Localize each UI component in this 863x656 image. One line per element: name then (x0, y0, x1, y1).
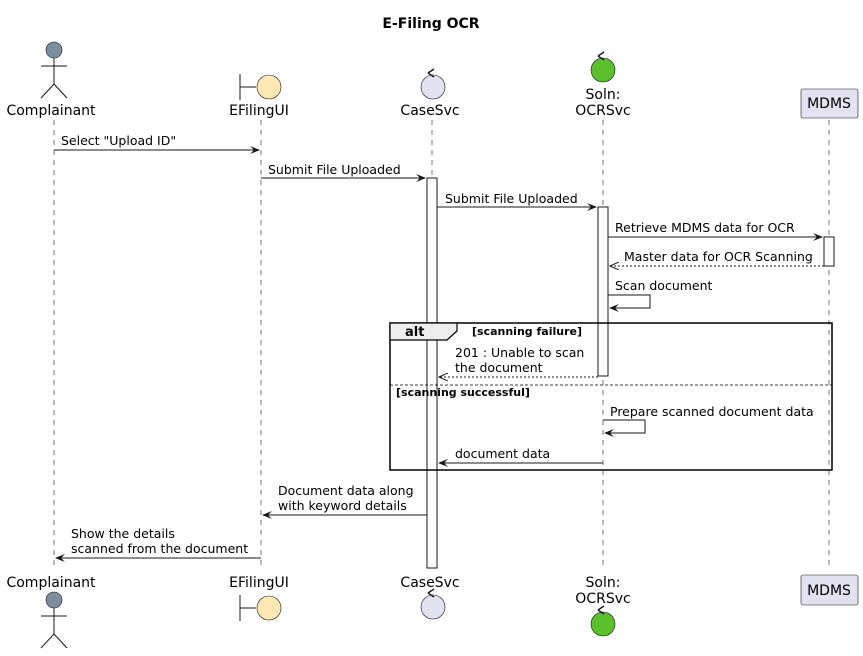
diagram-title: E-Filing OCR (382, 16, 479, 32)
ocrsvc-label-bottom-line2: OCRSvc (575, 591, 630, 607)
arrow-prepare-data (603, 419, 646, 437)
arrow-scan-document (608, 294, 651, 312)
alt-frame (389, 322, 833, 471)
ocrsvc-label-line1: Soln: (586, 87, 621, 103)
alt-guard-success: [scanning successful] (396, 386, 530, 399)
mdms-activation (823, 236, 835, 267)
alt-guard-failure: [scanning failure] (472, 325, 582, 338)
msg-show-details-line1: Show the details (71, 526, 175, 541)
msg-scan-document: Scan document (615, 278, 713, 293)
efilingui-boundary-icon (239, 74, 282, 100)
ocrsvc-label-line2: OCRSvc (575, 103, 630, 119)
casesvc-activation (426, 177, 438, 569)
casesvc-label-bottom: CaseSvc (400, 575, 459, 591)
mdms-box-bottom (800, 574, 859, 606)
mdms-label: MDMS (807, 96, 851, 112)
alt-header (389, 322, 458, 341)
complainant-label: Complainant (6, 103, 96, 119)
msg-submit-file-2: Submit File Uploaded (445, 191, 578, 206)
ocrsvc-control-icon (590, 51, 616, 83)
mdms-box (800, 88, 859, 119)
mdms-label-bottom: MDMS (807, 583, 851, 599)
alt-keyword: alt (405, 325, 424, 340)
casesvc-control-icon (420, 68, 446, 100)
casesvc-label: CaseSvc (400, 103, 459, 119)
complainant-label-bottom: Complainant (6, 575, 96, 591)
efilingui-boundary-bottom-icon (239, 595, 282, 621)
msg-submit-file-1: Submit File Uploaded (268, 162, 401, 177)
msg-retrieve-mdms: Retrieve MDMS data for OCR (615, 220, 795, 235)
complainant-actor-bottom-icon (40, 591, 68, 649)
msg-unable-to-scan-line2: the document (455, 360, 543, 375)
msg-select-upload-id: Select "Upload ID" (61, 133, 176, 148)
msg-master-data: Master data for OCR Scanning (624, 249, 813, 264)
efilingui-label-bottom: EFilingUI (229, 575, 289, 591)
msg-show-details-line2: scanned from the document (71, 541, 248, 556)
casesvc-control-bottom-icon (420, 588, 446, 620)
alt-fragment: alt [scanning failure] [scanning success… (389, 322, 833, 471)
msg-document-data: document data (455, 446, 550, 461)
ocrsvc-control-bottom-icon (590, 605, 616, 637)
msg-doc-keyword-line1: Document data along (278, 483, 414, 498)
msg-doc-keyword-line2: with keyword details (278, 498, 407, 513)
msg-prepare-data: Prepare scanned document data (610, 404, 814, 419)
msg-unable-to-scan-line1: 201 : Unable to scan (455, 345, 584, 360)
ocrsvc-label-bottom-line1: Soln: (586, 575, 621, 591)
efilingui-label: EFilingUI (229, 103, 289, 119)
complainant-actor-icon (40, 41, 68, 99)
ocrsvc-activation (597, 206, 609, 377)
